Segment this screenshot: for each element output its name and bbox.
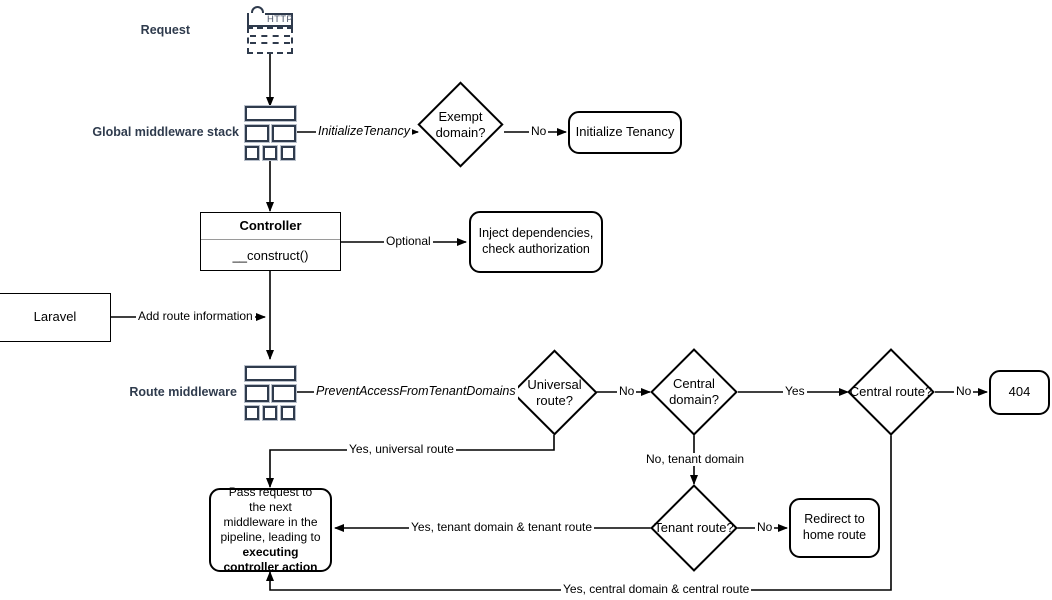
http-icon-text: HTTP	[267, 14, 294, 25]
decision-central-route-label: Central route?	[849, 384, 933, 400]
inject-dependencies-line2: check authorization	[482, 242, 590, 256]
edge-label-no-tenant-domain: No, tenant domain	[644, 452, 747, 467]
stack-row2-box1	[244, 124, 270, 143]
node-redirect-home-route[interactable]: Redirect to home route	[789, 498, 880, 558]
global-middleware-stack-label: Global middleware stack	[92, 125, 239, 139]
node-inject-dependencies[interactable]: Inject dependencies, check authorization	[469, 211, 603, 273]
decision-universal-route-label: Universal route?	[527, 376, 582, 408]
controller-title: Controller	[201, 213, 340, 240]
route-stack-row3-box2	[262, 405, 278, 421]
route-stack-row3-box1	[244, 405, 260, 421]
edge-label-central-domain-yes: Yes	[783, 384, 807, 399]
decision-tenant-route-label: Tenant route?	[654, 520, 734, 536]
inject-dependencies-line1: Inject dependencies,	[478, 226, 594, 241]
edge-label-yes-central-domain-central-route: Yes, central domain & central route	[561, 582, 752, 597]
controller-construct-member: __construct()	[232, 248, 309, 263]
decision-tenant-route[interactable]: Tenant route?	[650, 484, 738, 572]
pass-request-bold-text: executing controller action	[223, 545, 318, 574]
middleware-stack-icon	[244, 105, 297, 161]
pass-request-text: Pass request to the next middleware in t…	[220, 485, 321, 544]
stack-row3-box2	[262, 145, 278, 161]
route-middleware-stack-icon	[244, 365, 297, 421]
edge-label-central-route-no: No	[954, 384, 974, 399]
node-404[interactable]: 404	[989, 370, 1050, 415]
edge-label-yes-tenant-domain-tenant-route: Yes, tenant domain & tenant route	[409, 520, 595, 535]
node-controller[interactable]: Controller __construct()	[200, 212, 341, 271]
decision-central-route[interactable]: Central route?	[847, 348, 935, 436]
http-icon-bar	[247, 13, 293, 27]
node-laravel[interactable]: Laravel	[0, 293, 111, 342]
decision-exempt-domain[interactable]: Exempt domain?	[417, 81, 504, 168]
http-icon-dash-row-1	[250, 35, 290, 37]
edge-label-exempt-domain-no: No	[529, 124, 549, 139]
stack-row3-box3	[280, 145, 296, 161]
stack-row2-box2	[271, 124, 297, 143]
route-stack-row2-box2	[271, 384, 297, 403]
route-stack-row2-box1	[244, 384, 270, 403]
stack-row3-box1	[244, 145, 260, 161]
edge-label-initialize-tenancy: InitializeTenancy	[316, 124, 412, 139]
route-stack-row1-box1	[244, 365, 297, 382]
redirect-home-line1: Redirect to	[804, 512, 865, 527]
stack-row1-box1	[244, 105, 297, 122]
http-icon-dashed-body	[247, 27, 293, 54]
redirect-home-line2: home route	[802, 528, 867, 542]
decision-central-domain[interactable]: Central domain?	[650, 348, 738, 436]
edge-label-tenant-route-no: No	[755, 520, 775, 535]
http-icon-dash-row-2	[250, 42, 290, 44]
edge-label-yes-universal-route: Yes, universal route	[347, 442, 456, 457]
decision-exempt-domain-label: Exempt domain?	[435, 108, 486, 140]
http-icon-bar-top	[265, 13, 293, 15]
edge-label-add-route-information: Add route information	[136, 309, 255, 324]
node-pass-request[interactable]: Pass request to the next middleware in t…	[209, 485, 332, 574]
edge-label-optional: Optional	[384, 234, 433, 249]
edge-label-prevent-access: PreventAccessFromTenantDomains	[314, 384, 518, 399]
edge-label-universal-route-no: No	[617, 384, 637, 399]
node-initialize-tenancy[interactable]: Initialize Tenancy	[568, 111, 682, 154]
decision-universal-route[interactable]: Universal route?	[511, 349, 598, 436]
http-request-icon: HTTP	[247, 6, 293, 54]
route-stack-row3-box3	[280, 405, 296, 421]
request-label: Request	[140, 23, 190, 37]
route-middleware-label: Route middleware	[129, 385, 237, 399]
decision-central-domain-label: Central domain?	[669, 376, 719, 407]
